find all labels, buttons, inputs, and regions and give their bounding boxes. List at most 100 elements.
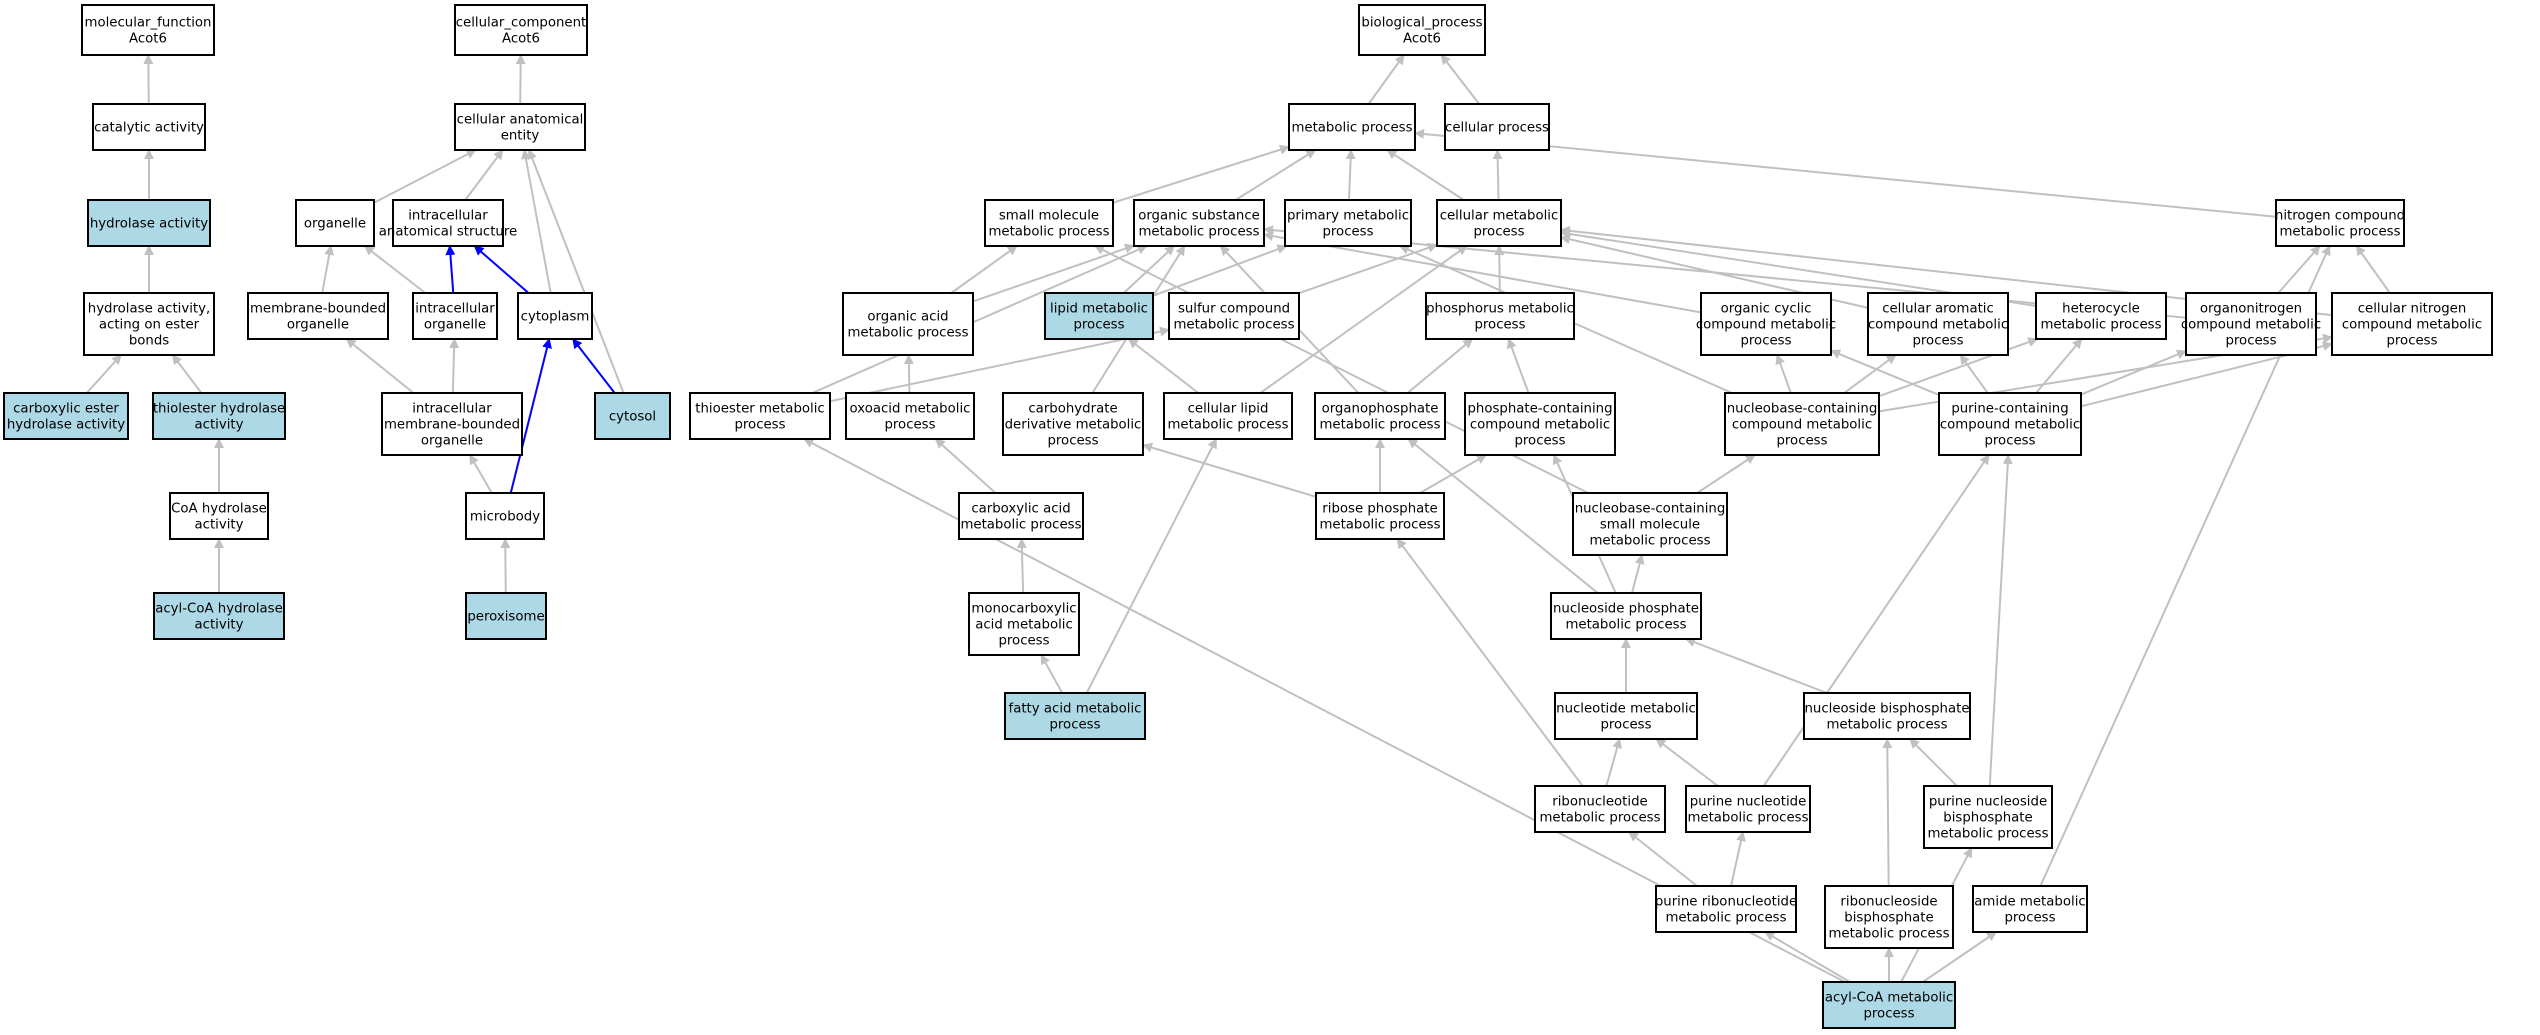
node-box — [517, 292, 593, 340]
node-label-line: metabolic process — [1539, 810, 1660, 825]
node-label-line: thioester metabolic — [695, 401, 824, 416]
edge-line — [1882, 738, 1893, 887]
edge-nsphmp-to-nbcsmmp — [1631, 554, 1645, 594]
node-label-line: nucleobase-containing — [1575, 501, 1726, 516]
node-label-line: organelle — [287, 317, 349, 332]
node-label-line: cellular aromatic — [1882, 301, 1994, 316]
node-box — [412, 292, 498, 340]
go-term-node-cytoplasm[interactable]: cytoplasm — [517, 292, 593, 340]
edge-rpmp-to-pccmp — [1419, 454, 1487, 494]
edge-osmp-to-mp — [1235, 149, 1317, 201]
go-term-node-hydrolase[interactable]: hydrolase activity — [87, 199, 211, 247]
node-label-line: ribonucleotide — [1552, 794, 1647, 809]
node-label-line: heterocycle — [2062, 301, 2140, 316]
node-label-line: organelle — [421, 433, 483, 448]
node-label-line: compound metabolic — [1868, 317, 2008, 332]
node-label-line: metabolic process — [1167, 417, 1288, 432]
node-label-line: organelle — [424, 317, 486, 332]
go-term-node-catalytic[interactable]: catalytic activity — [92, 103, 206, 151]
edge-pmp-to-mp — [1345, 149, 1356, 201]
edge-line — [1298, 243, 1438, 295]
node-box — [1700, 292, 1832, 356]
edge-cytoplasm-to-ias — [473, 245, 530, 294]
edge-catalytic-to-mf — [143, 54, 154, 105]
edge-line — [468, 454, 493, 494]
edge-line — [1386, 149, 1465, 201]
node-box — [1867, 292, 2009, 356]
go-term-node-peroxisome[interactable]: peroxisome — [465, 592, 547, 640]
edge-line — [1830, 349, 1940, 396]
edge-cytosol-to-cae — [527, 149, 625, 394]
go-term-node-mp[interactable]: metabolic process — [1288, 103, 1416, 151]
edge-cytosol-to-cytoplasm — [572, 338, 616, 394]
go-term-node-cytosol[interactable]: cytosol — [594, 392, 671, 440]
edge-prnmp-to-rnmp — [1628, 831, 1698, 887]
go-term-node-organelle[interactable]: organelle — [295, 199, 375, 247]
go-term-node-microbody[interactable]: microbody — [465, 492, 545, 540]
edge-camp-to-oxmp — [934, 438, 997, 494]
edge-line — [2080, 349, 2187, 396]
node-box — [1315, 492, 1445, 540]
node-box — [958, 492, 1084, 540]
node-box — [1133, 199, 1265, 247]
node-box — [454, 4, 588, 56]
node-label-line: metabolic process — [1173, 317, 1294, 332]
node-label-line: amide metabolic — [1974, 894, 2085, 909]
go-term-node-cp[interactable]: cellular process — [1444, 103, 1550, 151]
node-label-line: metabolic process — [847, 325, 968, 340]
node-label-line: derivative metabolic — [1005, 417, 1142, 432]
node-label-line: membrane-bounded — [250, 301, 386, 316]
edge-imbo-to-io — [449, 338, 460, 394]
